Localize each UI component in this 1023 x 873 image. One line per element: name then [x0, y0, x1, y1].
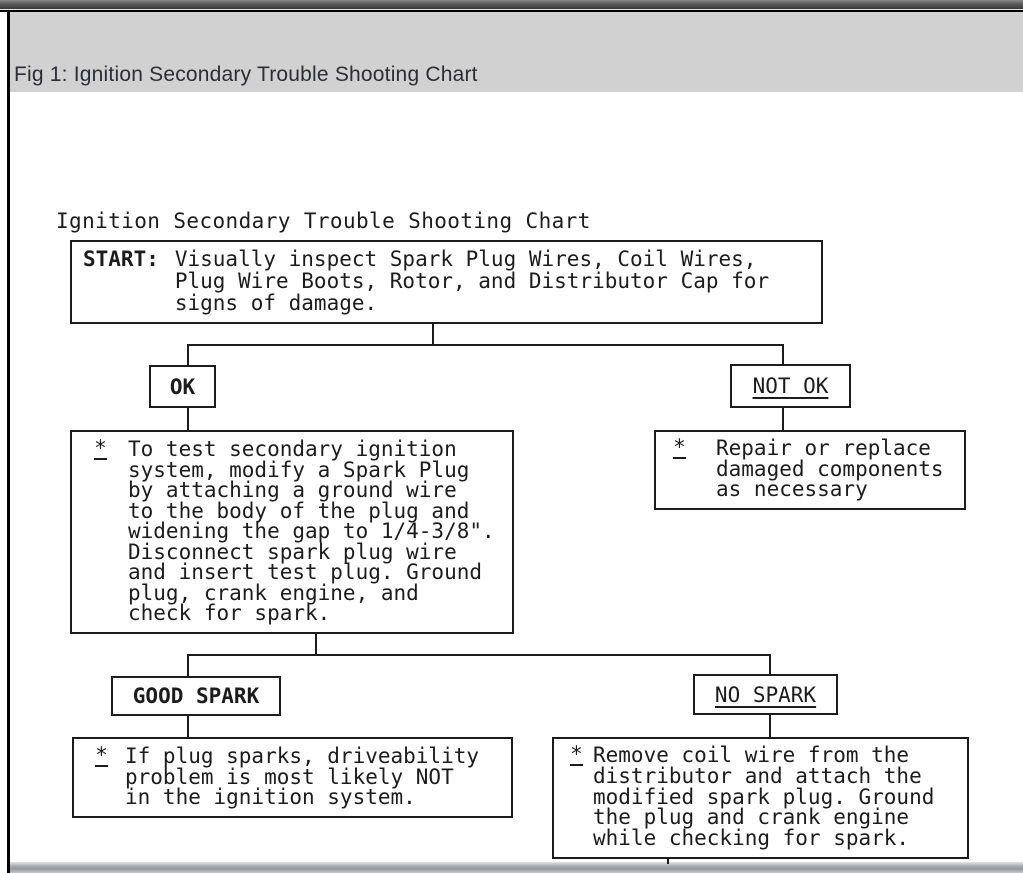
- ok-box: OK: [149, 365, 216, 408]
- connector-line: [187, 654, 771, 656]
- connector-line: [782, 344, 784, 365]
- repair-box: * Repair or replace damaged components a…: [654, 430, 966, 510]
- not-ok-label: NOT OK: [752, 374, 829, 398]
- connector-line: [315, 631, 317, 656]
- good-spark-label: GOOD SPARK: [132, 684, 260, 708]
- asterisk-bullet: *: [94, 436, 107, 460]
- ok-label: OK: [169, 374, 196, 399]
- connector-line: [769, 654, 771, 675]
- test-procedure-box: * To test secondary ignition system, mod…: [70, 430, 514, 634]
- no-spark-result-text: Remove coil wire from the distributor an…: [593, 743, 935, 851]
- bottom-scroll-strip[interactable]: [9, 862, 1023, 873]
- flowchart-heading: Ignition Secondary Trouble Shooting Char…: [56, 209, 591, 233]
- repair-text: Repair or replace damaged components as …: [716, 436, 944, 501]
- connector-line: [187, 713, 189, 739]
- good-spark-box: GOOD SPARK: [111, 676, 281, 716]
- asterisk-bullet: *: [673, 435, 686, 459]
- window-left-border: [7, 10, 10, 873]
- connector-line: [187, 344, 784, 346]
- connector-line: [187, 344, 189, 366]
- window-top-border: [0, 10, 1023, 12]
- figure-title: Fig 1: Ignition Secondary Trouble Shooti…: [14, 63, 478, 86]
- start-text: Visually inspect Spark Plug Wires, Coil …: [174, 247, 770, 315]
- start-label: START:: [83, 247, 159, 271]
- figure-header-band: Fig 1: Ignition Secondary Trouble Shooti…: [10, 12, 1023, 92]
- connector-line: [769, 712, 771, 739]
- connector-line: [187, 406, 189, 432]
- connector-line: [187, 654, 189, 677]
- not-ok-box: NOT OK: [730, 364, 851, 408]
- test-procedure-text: To test secondary ignition system, modif…: [128, 437, 495, 625]
- good-spark-result-text: If plug sparks, driveability problem is …: [125, 744, 480, 809]
- no-spark-box: NO SPARK: [693, 674, 838, 715]
- window-top-highlight: [0, 9, 1023, 10]
- connector-line: [782, 405, 784, 432]
- asterisk-bullet: *: [95, 743, 108, 767]
- no-spark-label: NO SPARK: [714, 682, 817, 707]
- connector-line: [432, 323, 434, 346]
- connector-line: [667, 856, 669, 864]
- good-spark-result-box: * If plug sparks, driveability problem i…: [72, 737, 513, 818]
- start-box: START: Visually inspect Spark Plug Wires…: [70, 240, 823, 324]
- window-top-edge: [0, 0, 1023, 9]
- no-spark-result-box: * Remove coil wire from the distributor …: [552, 737, 969, 859]
- asterisk-bullet: *: [570, 742, 583, 766]
